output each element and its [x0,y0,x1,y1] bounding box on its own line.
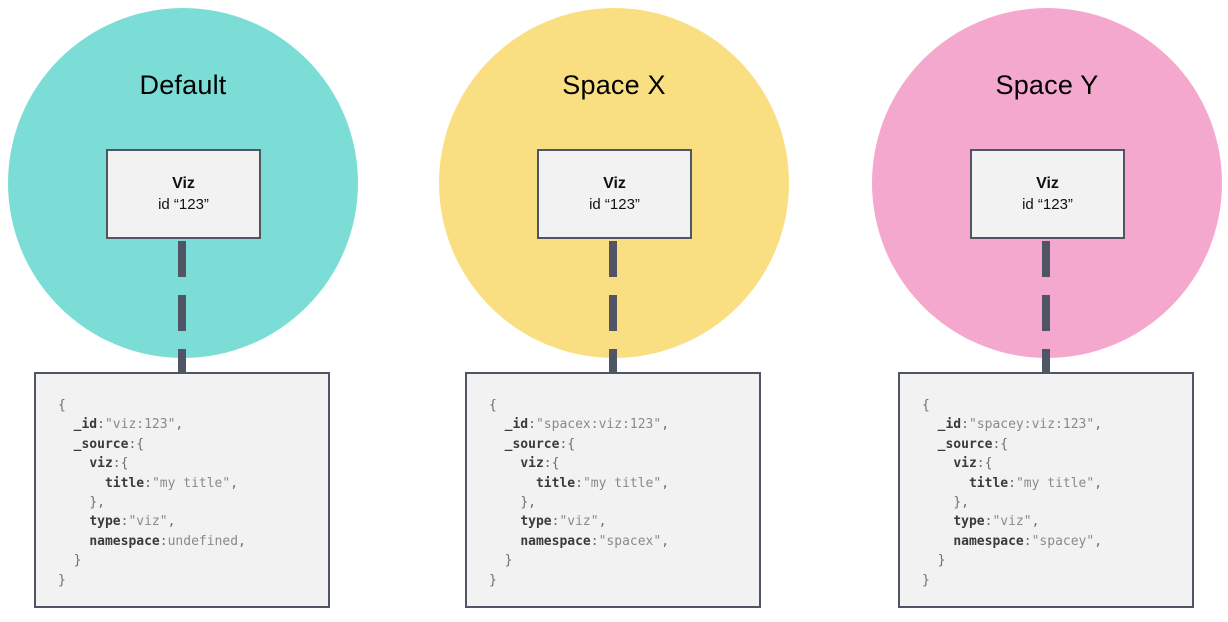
connector-dashed-spacey [1042,241,1050,385]
space-label-default: Default [139,70,227,100]
document-code-spacey: { _id:"spacey:viz:123", _source:{ viz:{ … [922,398,1103,588]
space-column-default: Default Viz id “123” { _id:"viz:123", _s… [0,0,393,622]
space-column-spacey: Space Y Viz id “123” { _id:"spacey:viz:1… [837,0,1228,622]
viz-node-spacey[interactable]: Viz id “123” [970,149,1125,239]
document-card-spacex: { _id:"spacex:viz:123", _source:{ viz:{ … [465,372,761,608]
connector-dashed-default [178,241,186,385]
viz-node-default[interactable]: Viz id “123” [106,149,261,239]
document-code-spacex: { _id:"spacex:viz:123", _source:{ viz:{ … [489,398,670,588]
space-column-spacex: Space X Viz id “123” { _id:"spacex:viz:1… [404,0,824,622]
viz-node-subtitle: id “123” [589,195,640,213]
viz-node-subtitle: id “123” [158,195,209,213]
document-code-default: { _id:"viz:123", _source:{ viz:{ title:"… [58,398,246,588]
document-card-spacey: { _id:"spacey:viz:123", _source:{ viz:{ … [898,372,1194,608]
connector-dashed-spacex [609,241,617,385]
viz-node-title: Viz [1036,174,1059,192]
viz-node-spacex[interactable]: Viz id “123” [537,149,692,239]
viz-node-subtitle: id “123” [1022,195,1073,213]
document-card-default: { _id:"viz:123", _source:{ viz:{ title:"… [34,372,330,608]
space-label-spacex: Space X [562,70,666,100]
viz-node-title: Viz [603,174,626,192]
space-label-spacey: Space Y [995,70,1099,100]
viz-node-title: Viz [172,174,195,192]
